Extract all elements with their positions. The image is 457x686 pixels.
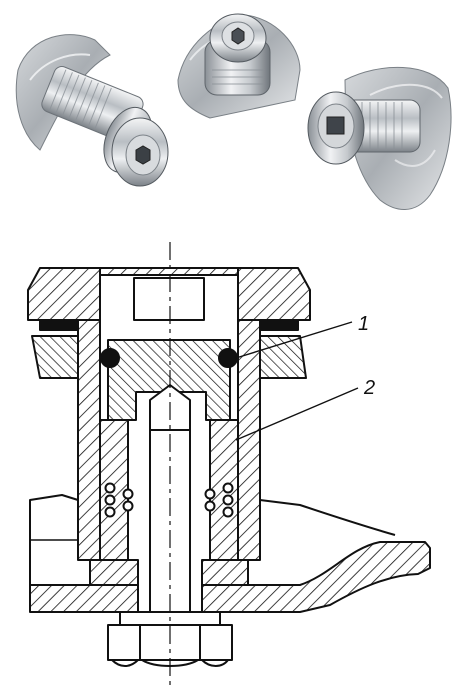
cam-arm	[201, 541, 431, 613]
key-recess	[133, 277, 205, 321]
latch-photo-top	[177, 13, 301, 119]
o-ring-right	[218, 348, 238, 368]
head-right	[237, 267, 311, 321]
leader-2	[235, 387, 359, 441]
latch-photo-front	[307, 66, 452, 210]
hex-socket-icon	[135, 145, 151, 165]
housing-wall-left	[77, 319, 101, 561]
cam-bar	[29, 584, 139, 613]
o-ring-left	[100, 348, 120, 368]
cross-section-drawing	[27, 242, 431, 686]
callout-1: 1	[358, 313, 369, 335]
head-left	[27, 267, 101, 321]
callout-2: 2	[363, 377, 375, 399]
spring-right	[204, 482, 234, 518]
leader-1	[235, 321, 353, 359]
spring-left	[104, 482, 134, 518]
hex-socket-icon	[231, 27, 245, 45]
latch-photo-side	[15, 34, 169, 187]
head-top	[99, 267, 239, 276]
cam-plate-outline	[29, 494, 79, 585]
square-socket-icon	[326, 116, 345, 135]
